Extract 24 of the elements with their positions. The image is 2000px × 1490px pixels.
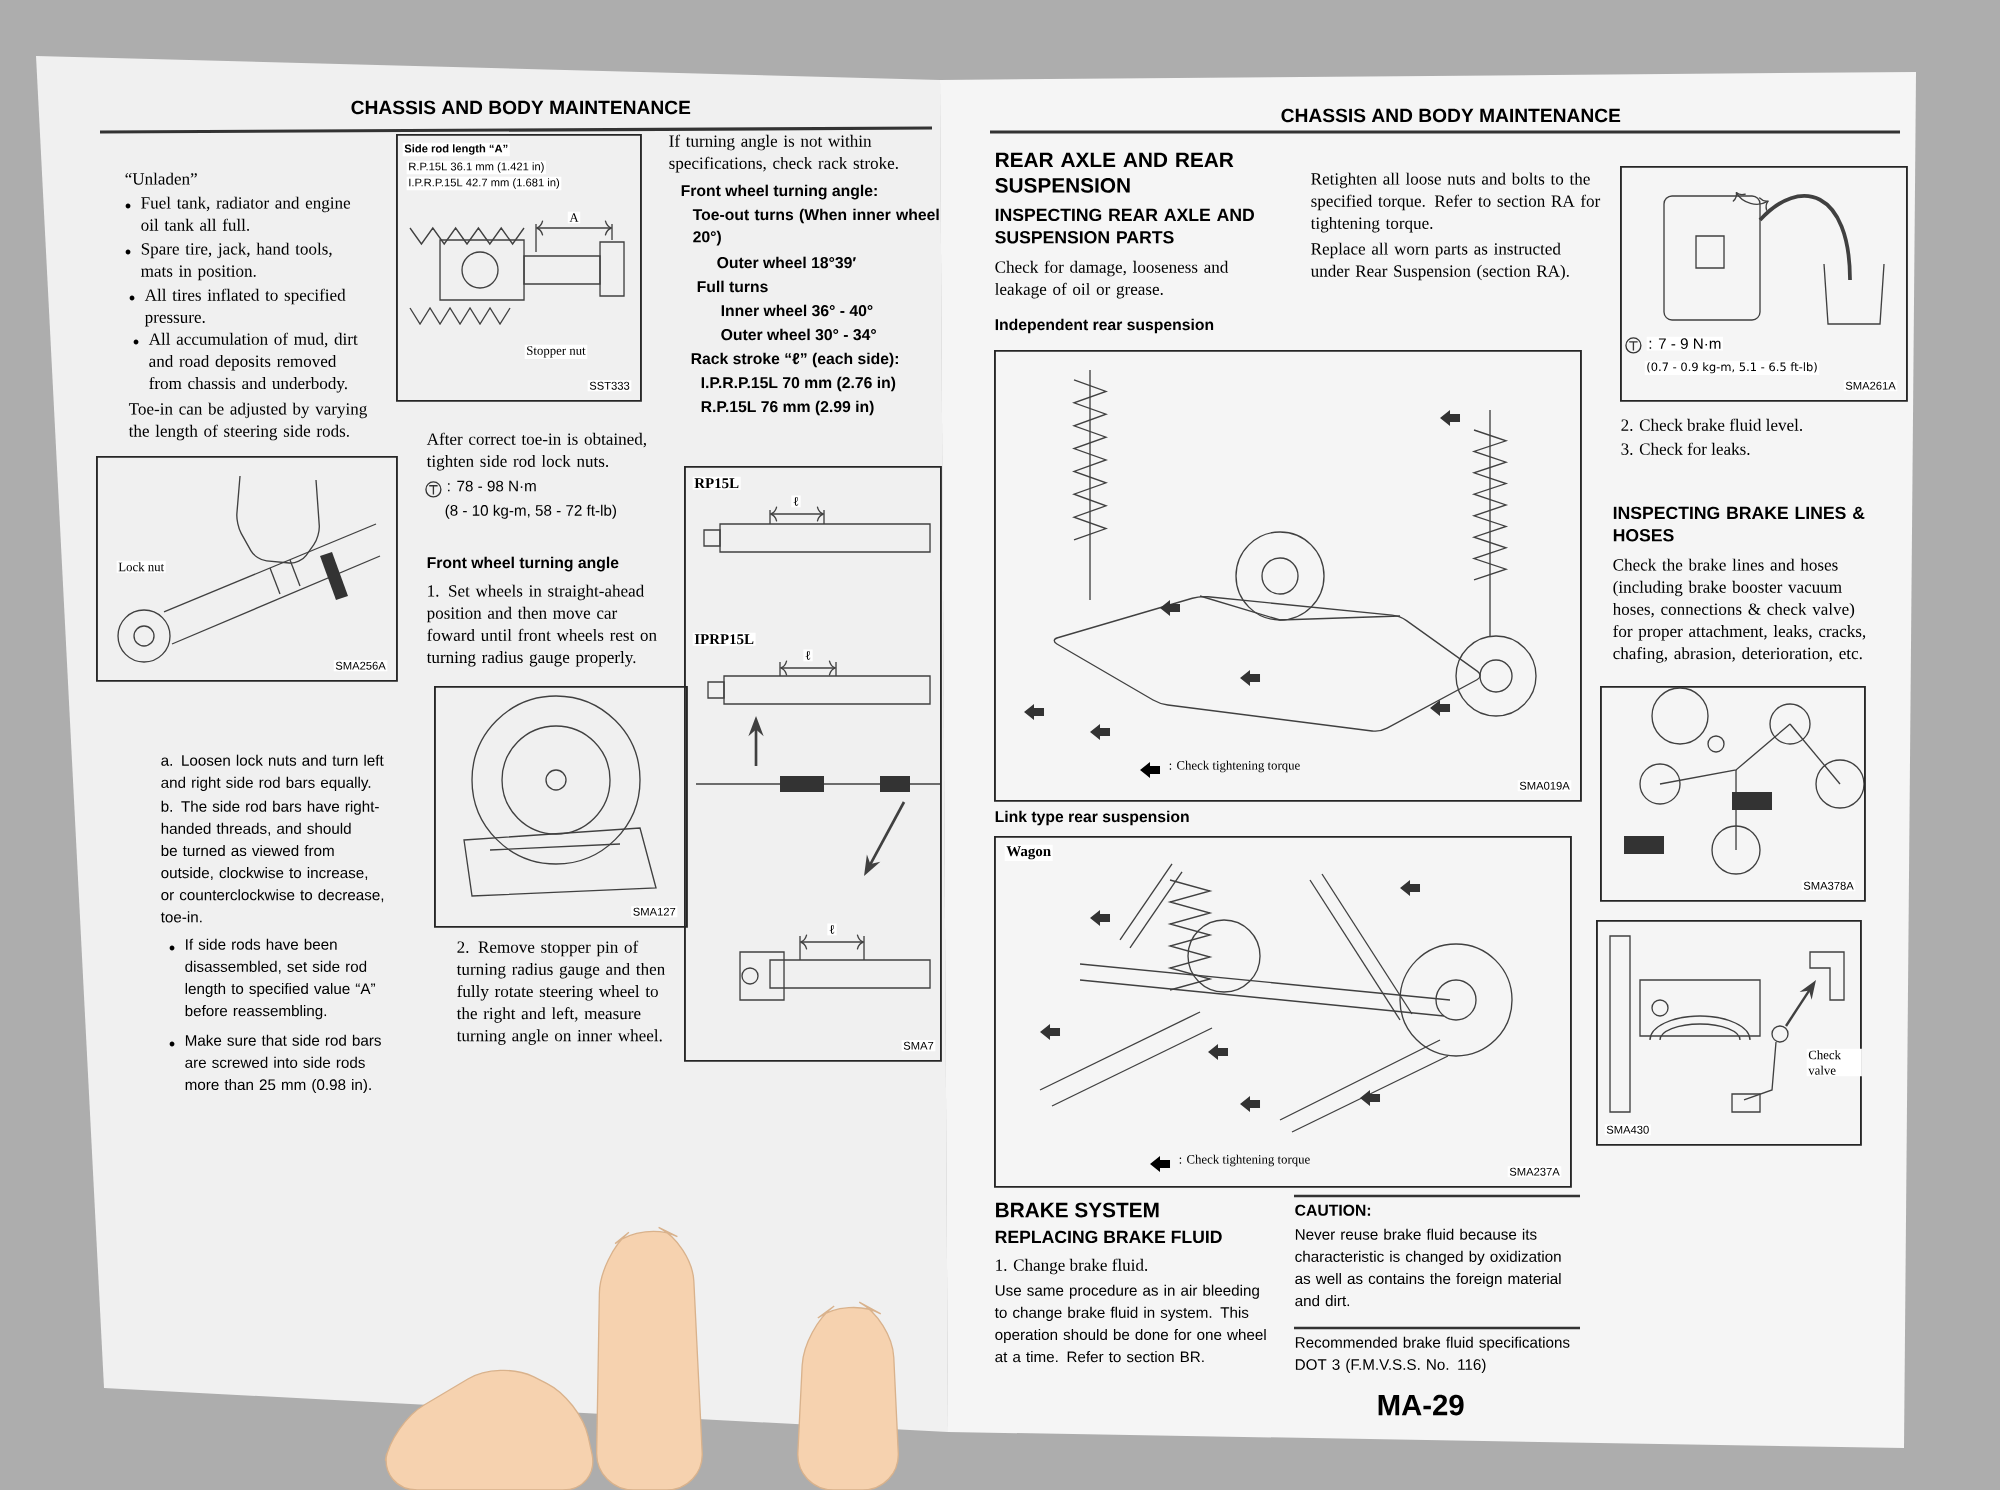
body-text: 1. Change brake fluid.: [996, 1258, 1148, 1275]
subsection-heading: REPLACING BRAKE FLUID: [995, 1230, 1222, 1244]
list-item: All tires inflated to specified pressure.: [144, 288, 346, 327]
body-text: If turning angle is not within specifications, check rack stroke.: [669, 134, 898, 173]
body-text: Retighten all loose nuts and bolts to the specified torque. Refer to section RA for tightening torque.: [1310, 172, 1601, 233]
body-text: Check for damage, looseness and leakage of oil or grease.: [995, 260, 1229, 299]
list-item: 3. Check for leaks.: [1621, 442, 1750, 455]
body-text: 1. Set wheels in straight-ahead position and then move car foward until front wheels rest on turning radius gauge properly.: [426, 584, 657, 667]
list-item: All accumulation of mud, dirt and road deposits removed from chassis and underbody.: [148, 332, 358, 393]
body-text: Toe-in can be adjusted by varying the length of steering side rods.: [128, 402, 367, 441]
body-text: “Unladen”: [125, 172, 197, 185]
page-header: CHASSIS AND BODY MAINTENANCE: [351, 100, 691, 115]
subsection-heading: INSPECTING BRAKE LINES & HOSES: [1613, 506, 1865, 542]
body-text: 2. Remove stopper pin of turning radius gauge and then fully rotate steering wheel to the right and left, measure turning angle on inner wheel.: [456, 940, 665, 1045]
body-text: After correct toe-in is obtained, tighten side rod lock nuts.: [426, 432, 646, 471]
page-header: CHASSIS AND BODY MAINTENANCE: [1281, 108, 1621, 123]
list-item: 2. Check brake fluid level.: [1621, 418, 1802, 431]
subsection-heading: INSPECTING REAR AXLE AND SUSPENSION PARTS: [995, 208, 1254, 244]
list-item: Fuel tank, radiator and engine oil tank all full.: [141, 196, 351, 231]
body-text: Check the brake lines and hoses (including brake booster vacuum hoses, connections & check valve) for proper attachment, leaks, cracks, chafing, abrasion, deterioration, etc.: [1612, 558, 1866, 663]
body-text: Replace all worn parts as instructed under Rear Suspension (section RA).: [1310, 242, 1569, 281]
page-number: MA-29: [1378, 1394, 1464, 1416]
list-item: Spare tire, jack, hand tools, mats in position.: [141, 242, 332, 281]
section-heading: REAR AXLE AND REAR SUSPENSION: [995, 152, 1234, 193]
